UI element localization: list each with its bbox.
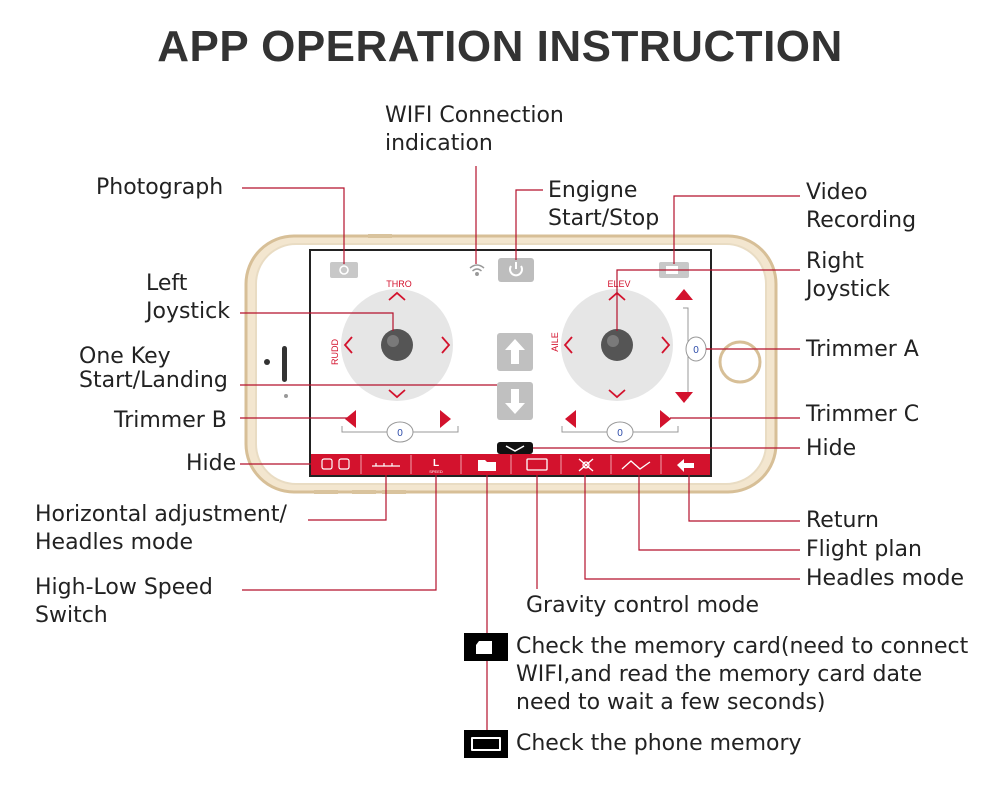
rudd-label: RUDD <box>330 339 340 365</box>
arrow-up-icon <box>505 339 525 364</box>
trimmer-b-right-arrow[interactable] <box>440 410 451 428</box>
folder-icon[interactable] <box>478 460 496 471</box>
label-photograph: Photograph <box>96 175 224 200</box>
hide-toolbar-icon[interactable] <box>321 458 350 470</box>
chevron-up-icon <box>388 291 406 301</box>
label-trimmer-a: Trimmer A <box>806 337 919 362</box>
leader-horizontal <box>308 475 387 521</box>
phone-home-button <box>718 340 762 384</box>
leader-return <box>688 475 800 522</box>
phone-side-button <box>382 490 406 494</box>
leader-high-low <box>242 475 437 591</box>
aile-label: AILE <box>550 332 560 352</box>
power-icon <box>509 262 523 277</box>
return-icon[interactable] <box>677 459 694 472</box>
headless-mode-icon[interactable] <box>578 458 594 472</box>
phone-sensor <box>284 394 288 398</box>
label-hide-left: Hide <box>186 451 237 476</box>
leader-lines <box>240 166 800 742</box>
hide-tab-button[interactable] <box>497 442 533 454</box>
label-flight-plan: Flight plan <box>806 537 922 562</box>
flight-plan-icon[interactable] <box>621 460 651 470</box>
phone-glyph-screen <box>473 739 499 749</box>
label-trimmer-b: Trimmer B <box>114 408 227 433</box>
left-joystick-highlight <box>387 335 399 347</box>
trimmer-a-value: 0 <box>693 345 699 356</box>
power-button[interactable] <box>498 258 534 282</box>
chevron-down-icon <box>505 445 525 452</box>
leader-video <box>673 195 800 264</box>
phone-side-button <box>368 234 392 238</box>
camera-icon[interactable] <box>330 262 358 278</box>
thro-label: THRO <box>386 279 412 289</box>
leader-engine <box>515 189 543 260</box>
label-trimmer-c: Trimmer C <box>806 402 920 427</box>
chevron-down-icon <box>388 389 406 399</box>
label-horizontal: Horizontal adjustment/Headles mode <box>35 502 287 555</box>
trimmer-b-left-arrow[interactable] <box>345 410 356 428</box>
sd-card-glyph <box>476 641 492 654</box>
trimmer-a-down-arrow[interactable] <box>675 392 693 403</box>
speed-sub-label: SPEED <box>429 469 443 474</box>
label-headles: Headles mode <box>806 566 965 591</box>
phone-side-button <box>314 490 338 494</box>
leader-right-joystick <box>616 269 800 331</box>
chevron-left-icon <box>563 336 573 354</box>
label-hide-right: Hide <box>806 436 857 461</box>
leader-photograph <box>242 187 345 264</box>
chevron-left-icon <box>343 336 353 354</box>
label-gravity: Gravity control mode <box>526 593 759 618</box>
phone-side-button <box>352 490 376 494</box>
chevron-down-icon <box>608 389 626 399</box>
phone-speaker <box>282 346 287 382</box>
trimmer-a-up-arrow[interactable] <box>675 289 693 300</box>
wifi-icon <box>469 264 485 276</box>
chevron-right-icon <box>661 336 671 354</box>
elev-label: ELEV <box>607 279 630 289</box>
trimmer-c-left-arrow[interactable] <box>565 410 576 428</box>
leader-flight-plan <box>638 475 800 551</box>
camera-lens-icon <box>339 265 349 275</box>
phone-camera <box>264 359 270 365</box>
speed-switch-icon[interactable]: L <box>433 458 439 469</box>
leader-headles <box>584 475 800 580</box>
trimmer-b-value: 0 <box>397 428 403 439</box>
arrow-down-icon <box>505 389 525 414</box>
trimmer-c-value: 0 <box>617 428 623 439</box>
leader-left-joystick <box>240 312 394 331</box>
horizontal-adjust-icon[interactable] <box>372 463 400 467</box>
trimmer-c-right-arrow[interactable] <box>660 410 671 428</box>
page-title: APP OPERATION INSTRUCTION <box>157 22 843 71</box>
right-joystick-highlight <box>607 335 619 347</box>
trimmer-b-knob[interactable] <box>386 421 414 443</box>
label-phone-memory: Check the phone memory <box>516 731 802 756</box>
gravity-mode-icon[interactable] <box>526 458 548 471</box>
toolbar-dividers <box>360 455 662 474</box>
chevron-right-icon <box>441 336 451 354</box>
trimmer-c-knob[interactable] <box>606 421 634 443</box>
label-return: Return <box>806 508 880 533</box>
